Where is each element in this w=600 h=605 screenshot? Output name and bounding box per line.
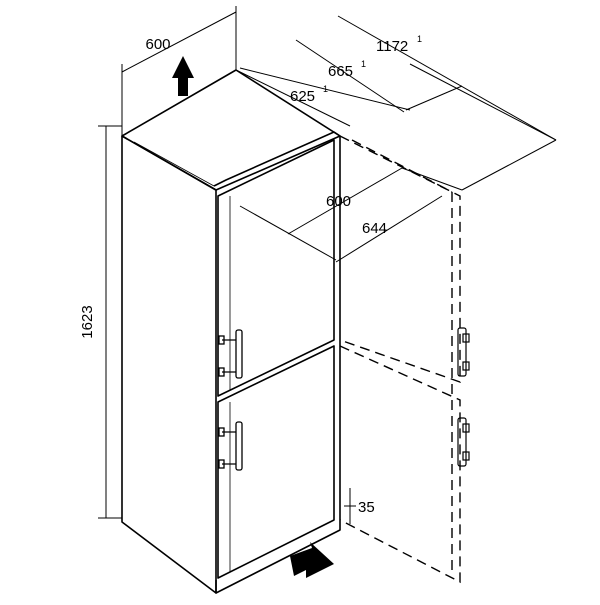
dim-depth-665: 665 (328, 63, 353, 80)
open-door-hinges (457, 327, 470, 467)
open-upper-door-top (339, 135, 461, 383)
dim-door-open-600: 600 (326, 193, 351, 210)
lower-door (217, 345, 335, 579)
open-upper-door-inner (351, 139, 453, 193)
cabinet-side-face (121, 135, 217, 594)
right-arrow-icon (290, 542, 334, 578)
open-lower-hinge (457, 417, 470, 467)
open-door-outline (339, 135, 461, 584)
open-lower-door (339, 345, 461, 584)
dim-plinth: 35 (358, 499, 375, 516)
dim-height: 1623 (79, 305, 96, 338)
upper-door-handle (218, 329, 243, 379)
up-arrow-icon (172, 56, 194, 96)
dim-depth-665-note: 1 (361, 59, 366, 69)
cabinet-top-lip-inner (133, 141, 215, 187)
cabinet (121, 69, 341, 594)
upper-door (217, 139, 335, 397)
dim-depth-1172-note: 1 (417, 34, 422, 44)
dim-top-width: 600 (145, 36, 170, 53)
handles (218, 329, 243, 471)
plinth (215, 520, 341, 594)
dim-depth-625: 625 (290, 88, 315, 105)
doors (215, 139, 341, 594)
dim-door-open-644: 644 (362, 220, 387, 237)
dim-depth-625-note: 1 (323, 84, 328, 94)
lower-door-handle (218, 421, 243, 471)
dim-depth-1172: 1172 (376, 38, 408, 55)
open-upper-hinge (457, 327, 470, 377)
dimension-lines (98, 6, 557, 524)
cabinet-top-lip (213, 131, 341, 187)
